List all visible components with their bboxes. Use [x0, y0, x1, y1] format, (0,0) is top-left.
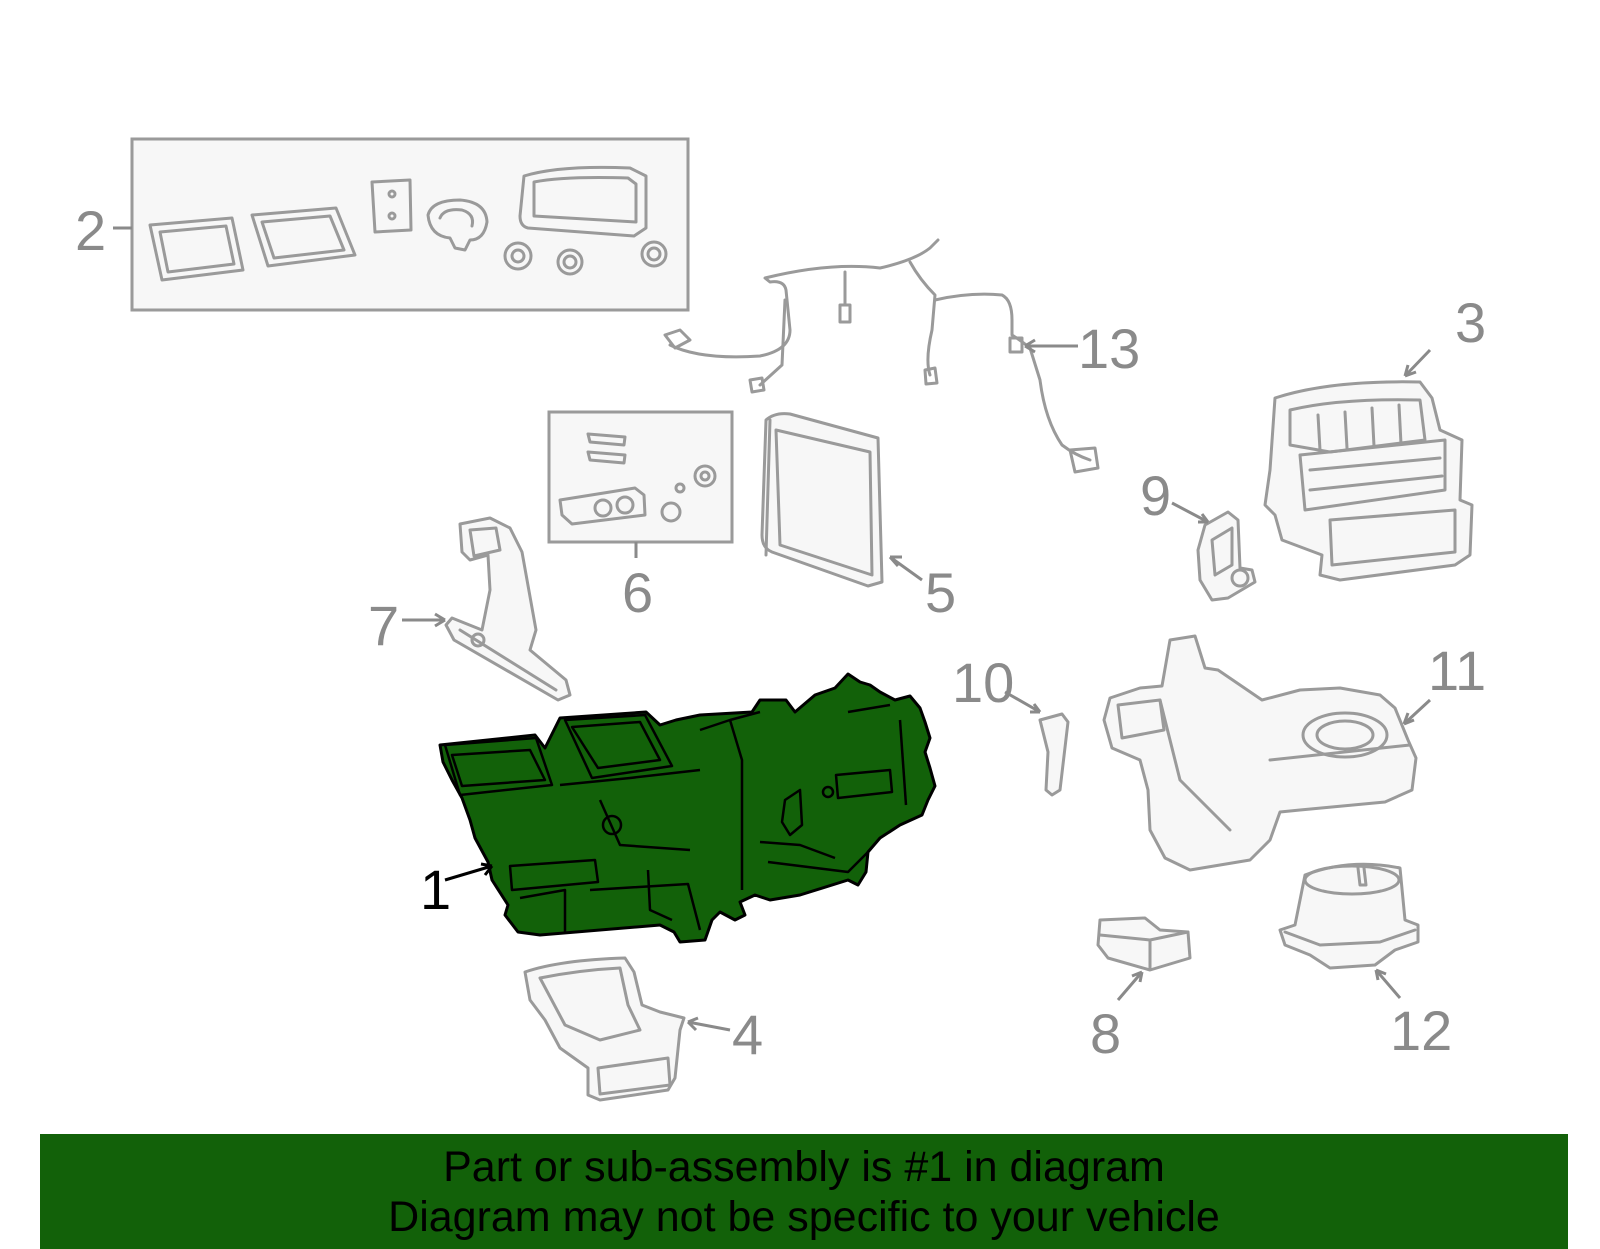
part-13-wiring-harness[interactable]: [663, 238, 1100, 474]
callout-2: 2: [75, 199, 106, 262]
part-2-seal-kit[interactable]: [130, 137, 690, 312]
part-11-blower-housing[interactable]: [1102, 634, 1418, 872]
part-1-hvac-housing[interactable]: [438, 672, 937, 944]
part-6-hardware-kit[interactable]: [547, 410, 734, 544]
part-5-evaporator[interactable]: [760, 412, 884, 588]
banner-line-1: Part or sub-assembly is #1 in diagram: [443, 1142, 1165, 1191]
callout-8: 8: [1090, 1002, 1121, 1065]
callout-3: 3: [1455, 291, 1486, 354]
info-banner: Part or sub-assembly is #1 in diagram Di…: [40, 1134, 1568, 1249]
callout-6: 6: [622, 561, 653, 624]
callout-7: 7: [368, 594, 399, 657]
callout-10: 10: [952, 651, 1014, 714]
callout-9: 9: [1140, 464, 1171, 527]
part-7-duct[interactable]: [444, 516, 572, 702]
callout-1: 1: [420, 858, 451, 921]
part-10-seal[interactable]: [1038, 712, 1070, 797]
callout-11: 11: [1428, 639, 1486, 702]
callout-12: 12: [1390, 999, 1452, 1062]
part-8-resistor[interactable]: [1096, 916, 1192, 972]
part-12-blower-motor[interactable]: [1278, 862, 1420, 970]
part-4-floor-duct[interactable]: [523, 956, 686, 1102]
part-3-housing-upper[interactable]: [1263, 380, 1474, 582]
parts-diagram: 1 2 3 4 5 6 7 8 9 10 11 12 13: [75, 137, 1486, 1102]
callout-4: 4: [732, 1003, 763, 1066]
banner-line-2: Diagram may not be specific to your vehi…: [388, 1192, 1220, 1241]
callout-5: 5: [925, 561, 956, 624]
callout-13: 13: [1078, 317, 1140, 380]
part-9-actuator[interactable]: [1196, 510, 1257, 602]
